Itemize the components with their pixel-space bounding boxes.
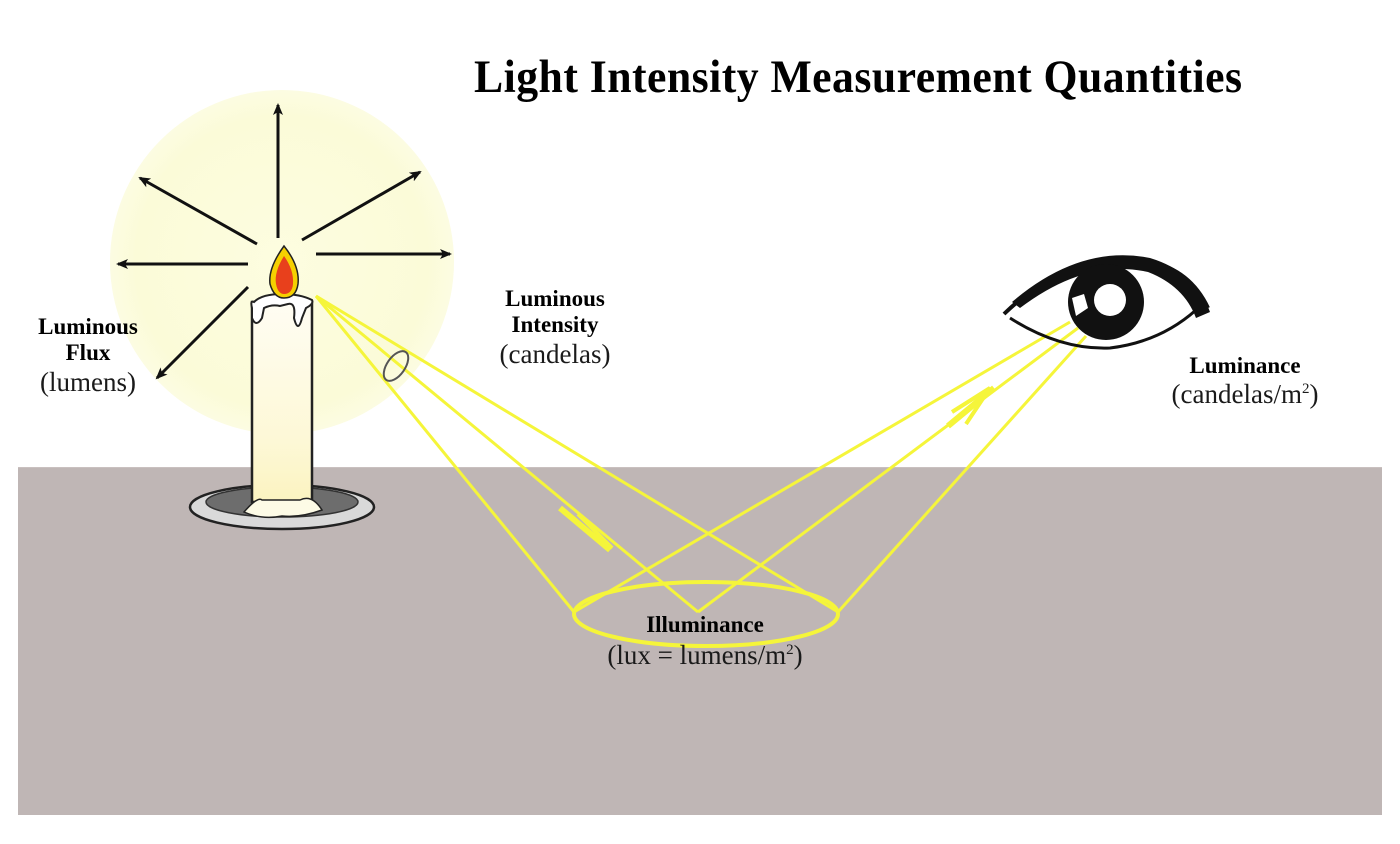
- luminance-name: Luminance: [1189, 353, 1301, 378]
- luminance-label: Luminance (candelas/m2): [1140, 353, 1350, 410]
- diagram-title: Light Intensity Measurement Quantities: [474, 51, 1243, 103]
- illuminance-unit: (lux = lumens/m2): [570, 640, 840, 671]
- luminance-unit-prefix: (candelas/m: [1171, 379, 1302, 410]
- solid-angle-ellipse-icon: [382, 350, 410, 382]
- luminance-unit-exponent: 2: [1301, 381, 1310, 398]
- luminance-unit-suffix: ): [1309, 379, 1319, 410]
- luminous-intensity-label: Luminous Intensity (candelas): [470, 286, 640, 370]
- light-rays-source: [314, 294, 839, 614]
- luminous-flux-label: Luminous Flux (lumens): [18, 314, 158, 398]
- luminance-unit: (candelas/m2): [1140, 379, 1350, 410]
- luminous-flux-unit: (lumens): [40, 366, 136, 397]
- illuminance-unit-exponent: 2: [786, 642, 794, 659]
- luminous-flux-name-line1: Luminous: [38, 314, 138, 339]
- candle-icon: [188, 244, 376, 531]
- radial-arrows-icon: [116, 103, 452, 380]
- eye-icon: [1002, 255, 1210, 350]
- luminous-flux-name-line2: Flux: [65, 340, 111, 366]
- illuminance-name: Illuminance: [646, 612, 764, 637]
- illuminance-label: Illuminance (lux = lumens/m2): [570, 612, 840, 671]
- light-rays-reflected: [573, 320, 1088, 614]
- luminous-intensity-name-line2: Intensity: [511, 312, 599, 338]
- luminous-intensity-name-line1: Luminous: [505, 286, 605, 311]
- illuminance-unit-prefix: (lux = lumens/m: [607, 640, 787, 671]
- illuminance-unit-suffix: ): [793, 640, 803, 671]
- illuminance-area: [572, 580, 840, 648]
- luminous-intensity-unit: (candelas): [499, 338, 611, 369]
